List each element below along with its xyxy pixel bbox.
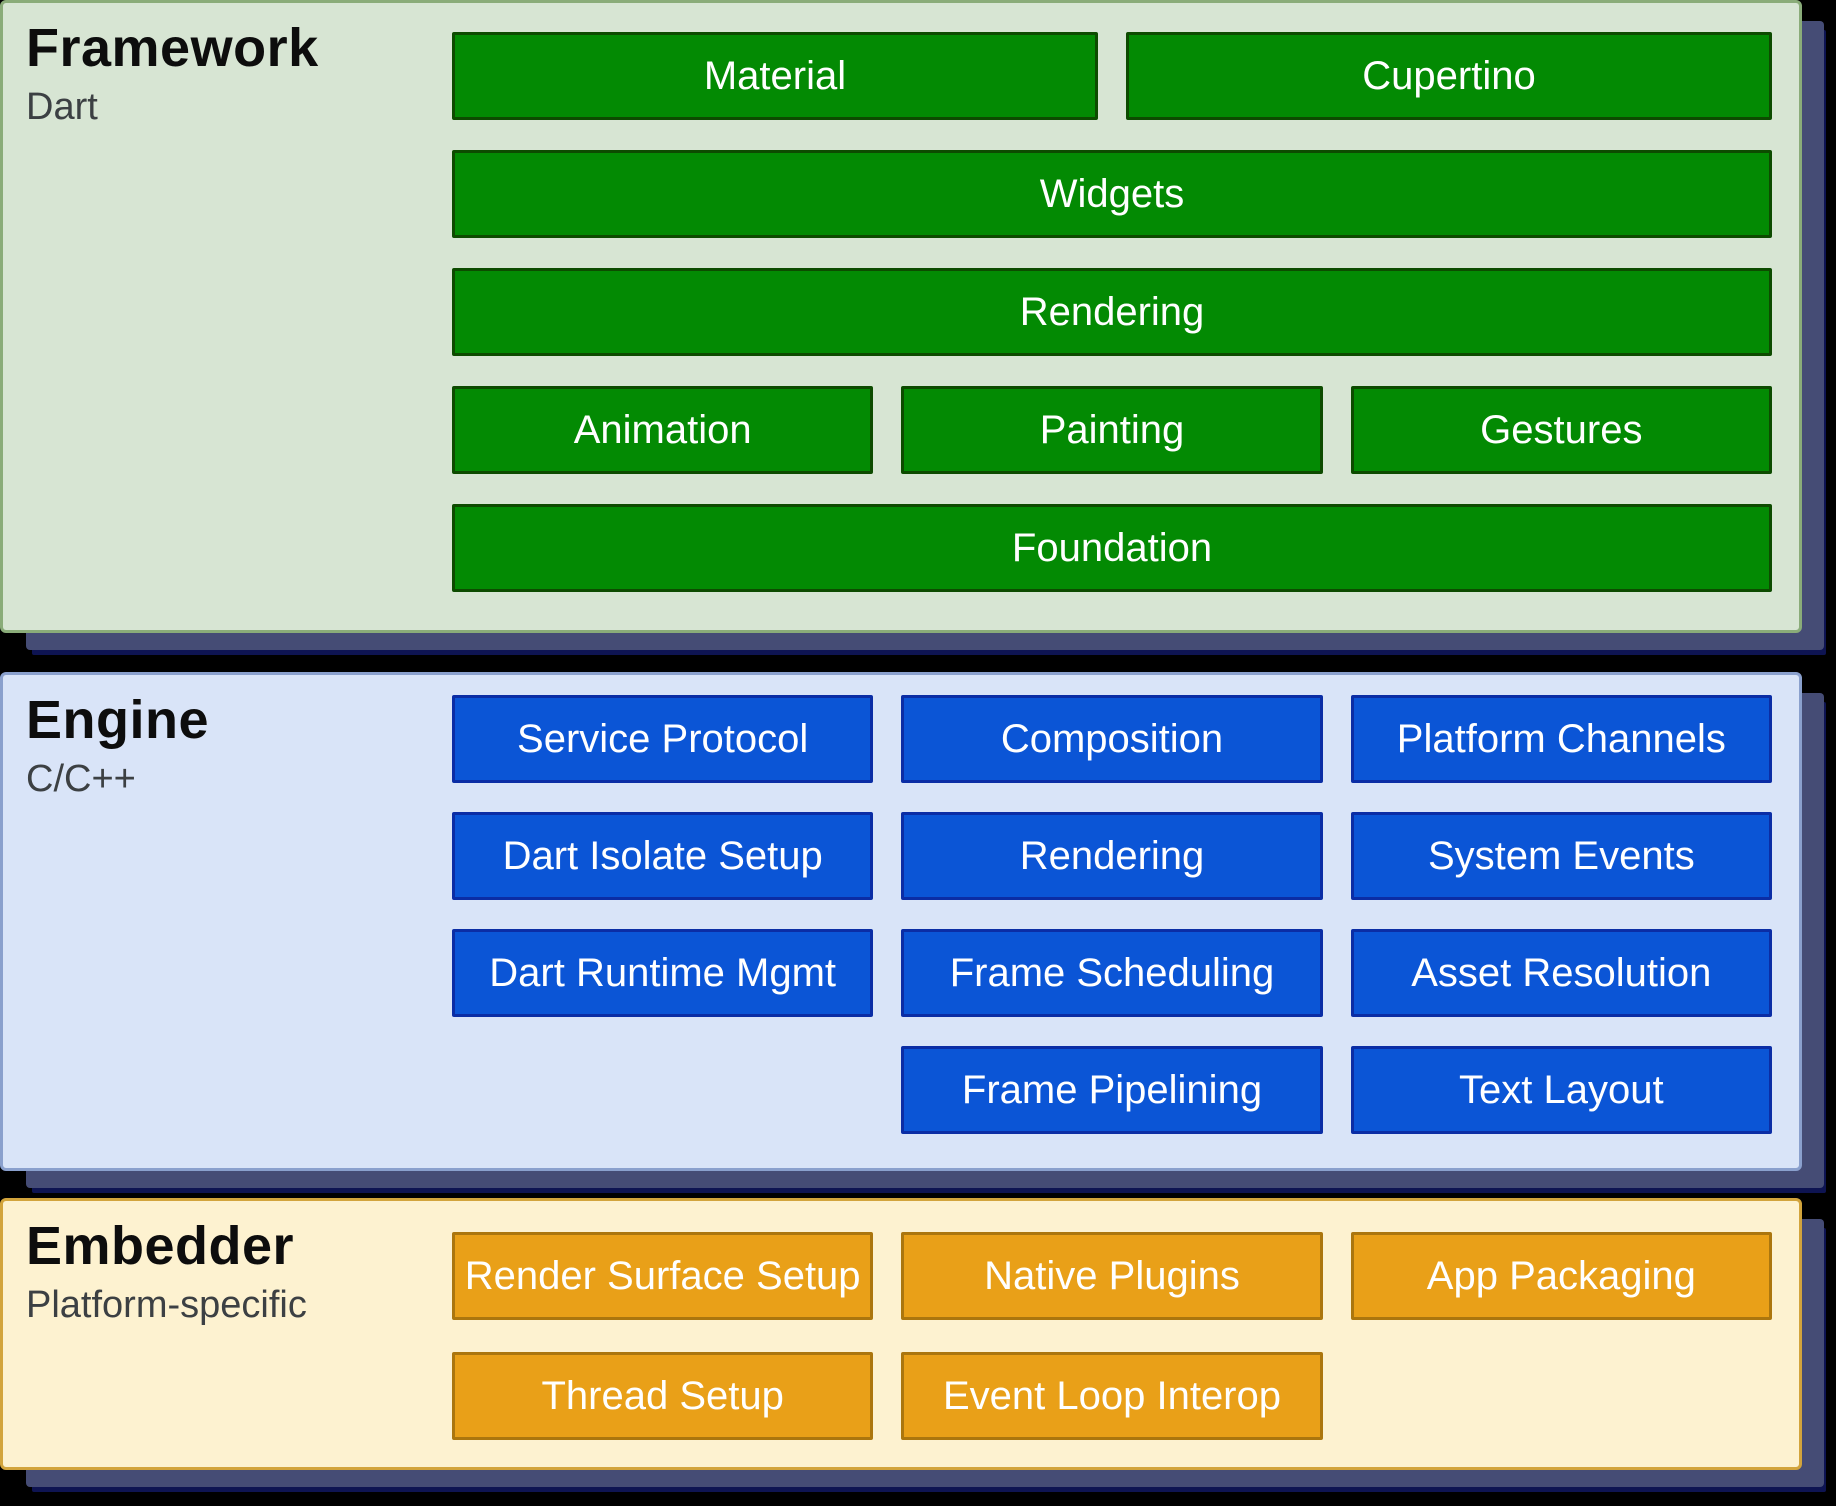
engine-section: Engine C/C++ Service Protocol Composition…	[0, 672, 1802, 1171]
section-title: Engine	[26, 690, 210, 750]
box-dart-isolate-setup: Dart Isolate Setup	[452, 812, 874, 900]
box-frame-scheduling: Frame Scheduling	[901, 929, 1323, 1017]
box-service-protocol: Service Protocol	[452, 695, 874, 783]
section-subtitle: Dart	[26, 86, 98, 129]
section-title: Embedder	[26, 1216, 295, 1276]
box-dart-runtime-mgmt: Dart Runtime Mgmt	[452, 929, 874, 1017]
box-rendering: Rendering	[452, 268, 1772, 356]
box-cupertino: Cupertino	[1126, 32, 1772, 120]
embedder-boxes: Render Surface Setup Native Plugins App Pa…	[452, 1232, 1772, 1440]
embedder-section: Embedder Platform-specific Render Surfac…	[0, 1198, 1802, 1470]
box-rendering: Rendering	[901, 812, 1323, 900]
box-widgets: Widgets	[452, 150, 1772, 238]
box-animation: Animation	[452, 386, 874, 474]
box-composition: Composition	[901, 695, 1323, 783]
section-title: Framework	[26, 18, 319, 78]
box-asset-resolution: Asset Resolution	[1350, 929, 1772, 1017]
box-foundation: Foundation	[452, 504, 1772, 592]
framework-label-block: Framework Dart	[26, 17, 436, 131]
engine-label-block: Engine C/C++	[26, 689, 436, 803]
box-app-packaging: App Packaging	[1350, 1232, 1772, 1320]
box-painting: Painting	[901, 386, 1323, 474]
box-thread-setup: Thread Setup	[452, 1352, 874, 1440]
box-text-layout: Text Layout	[1350, 1046, 1772, 1134]
box-render-surface-setup: Render Surface Setup	[452, 1232, 874, 1320]
box-gestures: Gestures	[1350, 386, 1772, 474]
section-subtitle: Platform-specific	[26, 1284, 307, 1327]
engine-boxes: Service Protocol Composition Platform Chan…	[452, 695, 1772, 1134]
section-subtitle: C/C++	[26, 758, 136, 801]
box-event-loop-interop: Event Loop Interop	[901, 1352, 1323, 1440]
embedder-label-block: Embedder Platform-specific	[26, 1215, 436, 1329]
box-native-plugins: Native Plugins	[901, 1232, 1323, 1320]
box-frame-pipelining: Frame Pipelining	[901, 1046, 1323, 1134]
box-platform-channels: Platform Channels	[1350, 695, 1772, 783]
box-material: Material	[452, 32, 1098, 120]
box-system-events: System Events	[1350, 812, 1772, 900]
